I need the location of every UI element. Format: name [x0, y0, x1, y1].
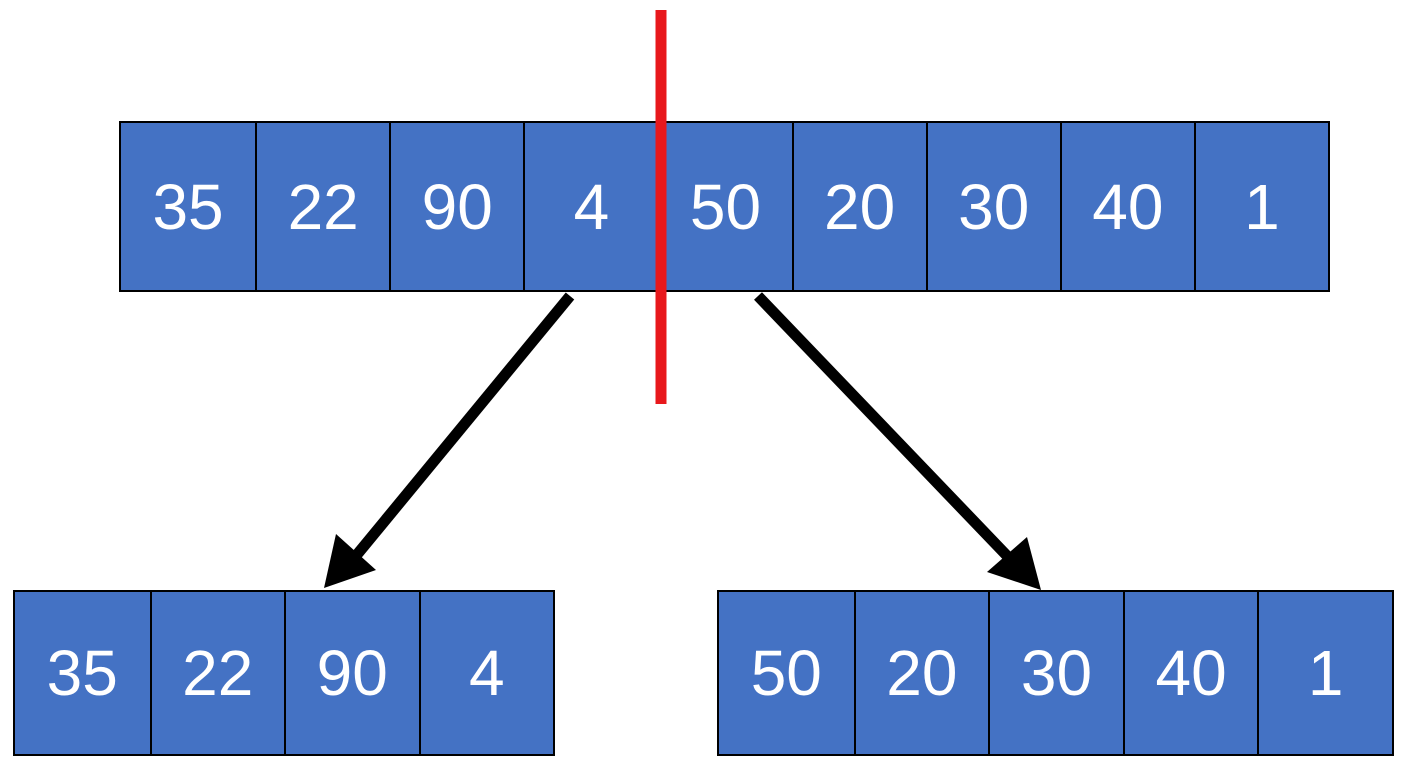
original-array-cell: 20	[791, 123, 926, 290]
left-subarray-cell: 22	[149, 592, 285, 754]
right-arrow-shaft	[754, 292, 1016, 565]
right-arrow-head-icon	[987, 537, 1041, 590]
original-array-cell: 35	[152, 170, 224, 243]
right-subarray-cell: 30	[988, 592, 1123, 754]
original-array-cell: 50	[657, 123, 791, 290]
right-subarray-cell: 20	[853, 592, 989, 754]
original-array-cell: 40	[1059, 123, 1194, 290]
right-subarray-cell: 50	[750, 637, 822, 709]
left-subarray-cell: 90	[284, 592, 419, 754]
original-array-cell: 22	[255, 123, 389, 290]
left-arrow-head-icon	[324, 534, 376, 588]
left-subarray-cell: 4	[418, 592, 554, 754]
original-array-cell: 4	[523, 123, 657, 290]
right-subarray-cell: 40	[1122, 592, 1258, 754]
original-array-cell: 90	[389, 123, 523, 290]
original-array-cell: 1	[1193, 123, 1328, 290]
original-array-cell: 30	[925, 123, 1060, 290]
right-subarray-cell: 1	[1257, 592, 1392, 754]
left-subarray-cell: 35	[46, 637, 118, 709]
left-arrow-shaft	[350, 292, 575, 561]
